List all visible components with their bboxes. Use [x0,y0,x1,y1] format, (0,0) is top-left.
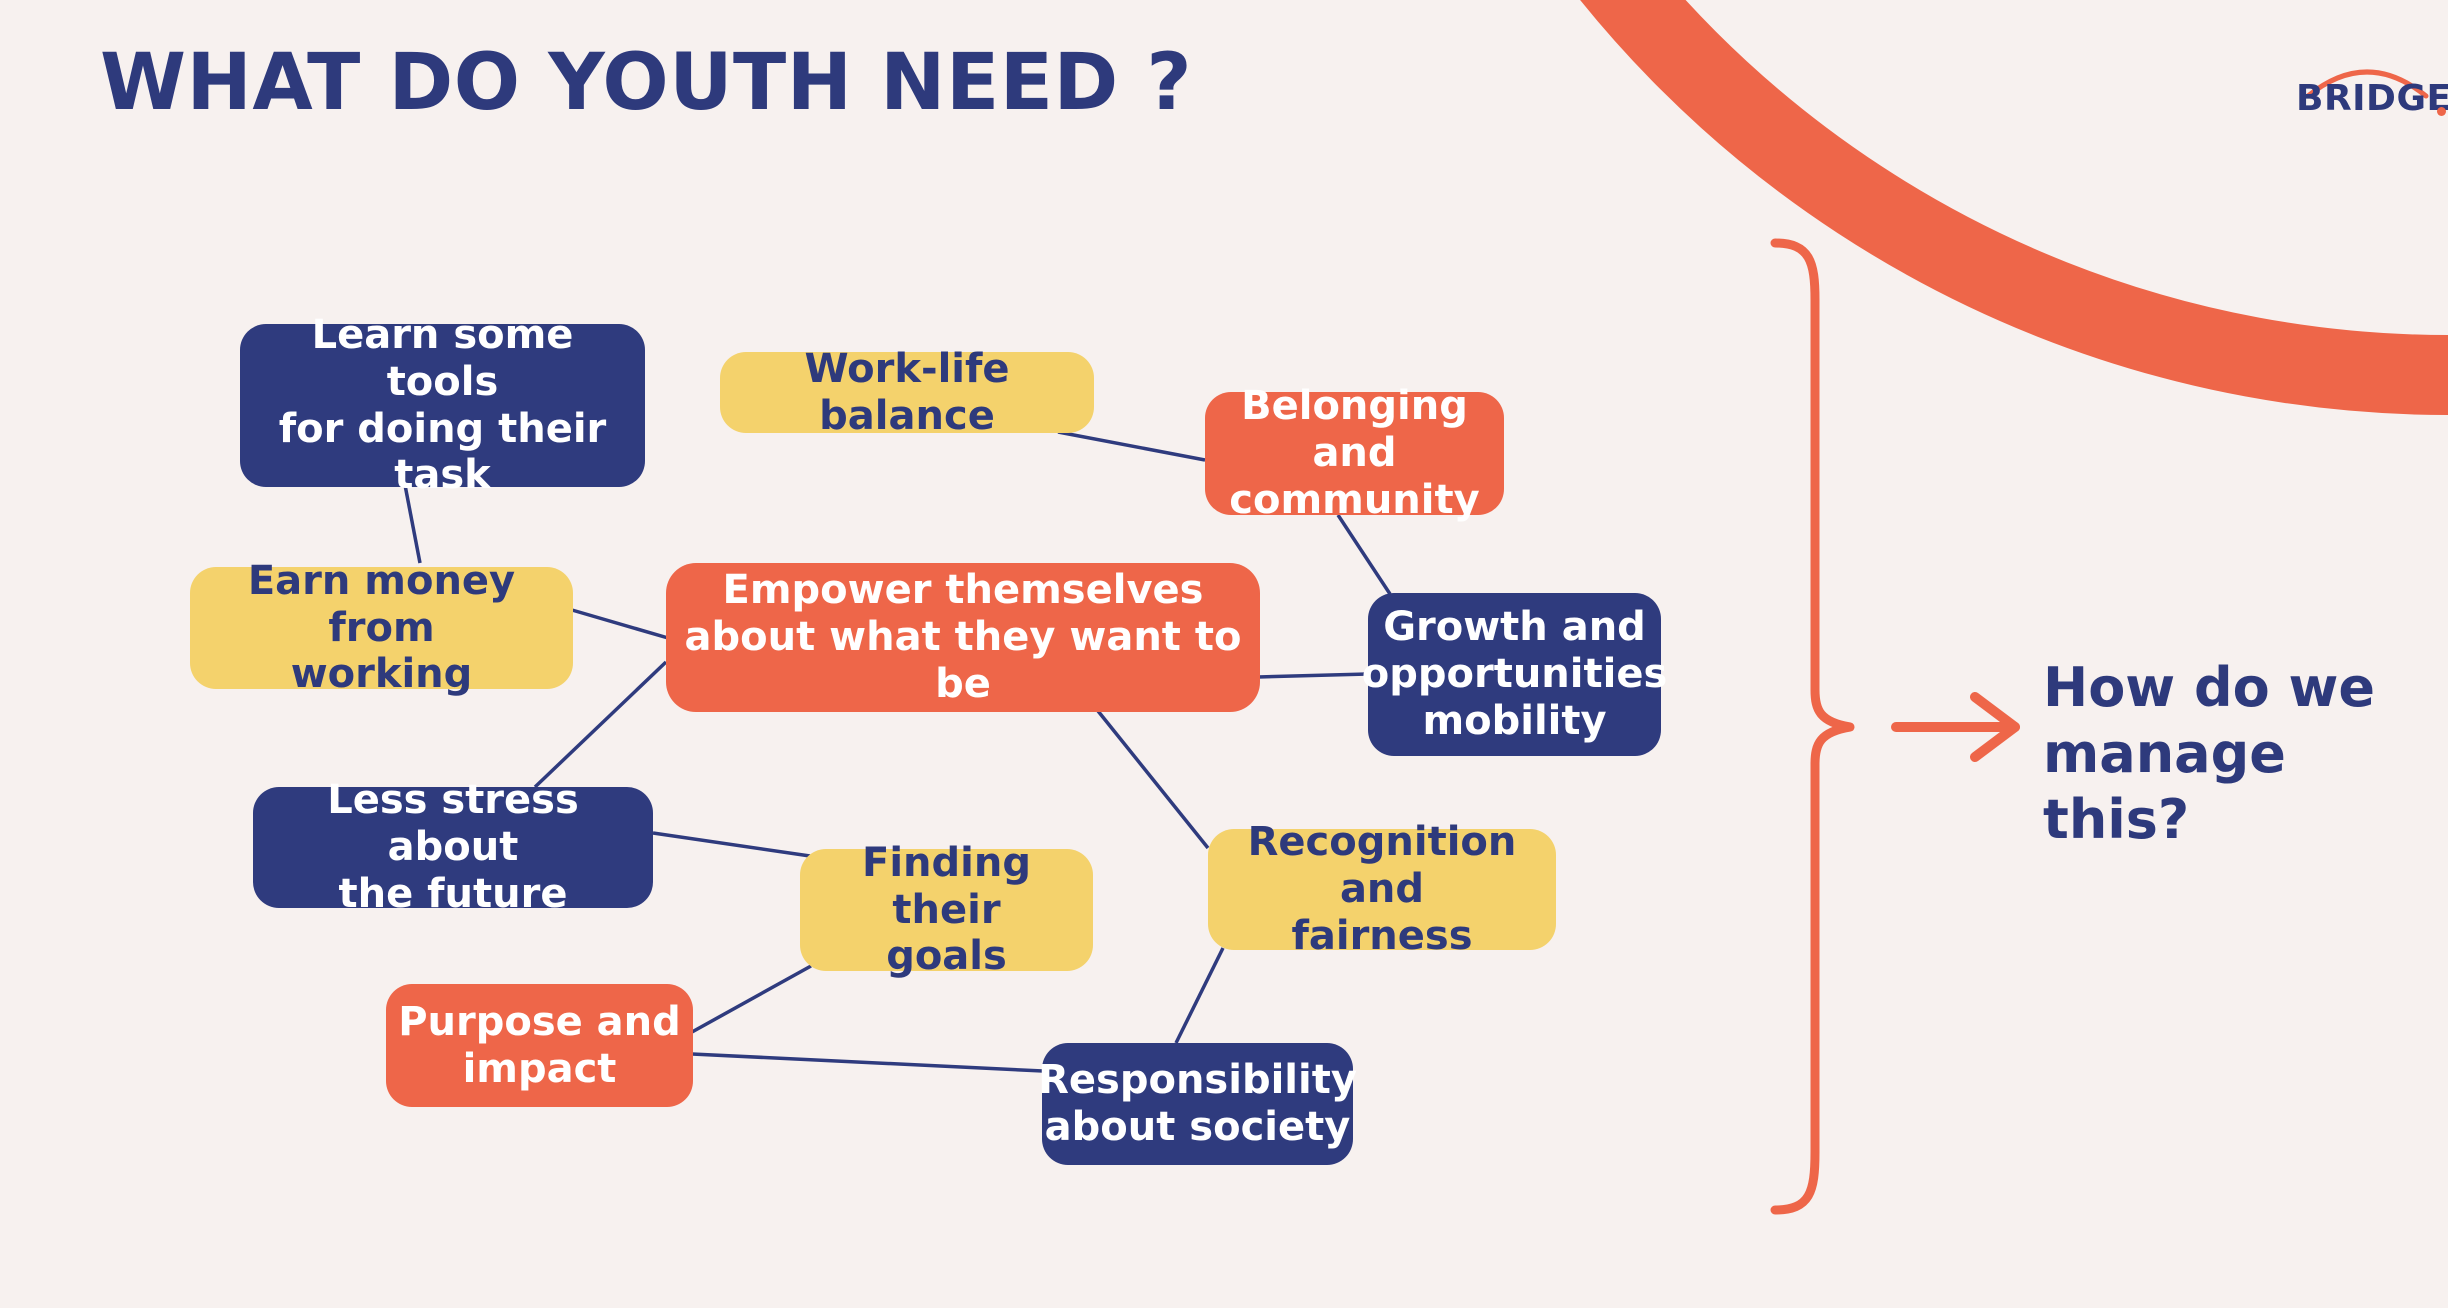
connector-empower-growth [1257,672,1369,679]
connector-earn-empower [571,608,669,640]
page-title: WHAT DO YOUTH NEED ? [100,38,1193,128]
node-finding-goals: Finding their goals [800,840,1093,979]
node-recognition: Recognition and fairness [1208,819,1556,959]
node-growth: Growth and opportunities mobility [1362,593,1667,756]
node-learn-tools: Learn some tools for doing their task [240,312,645,498]
question-text: How do we manage this? [2043,656,2376,851]
bridge-logo: BRIDGE [2296,60,2448,120]
connector-empower-stress [533,660,668,789]
connector-belonging-growth [1336,514,1392,595]
node-work-life-balance: Work-life balance [720,346,1094,439]
connector-stress-goals [652,831,811,858]
node-empower: Empower themselves about what they want … [666,563,1260,712]
node-belonging: Belonging and community [1205,383,1504,523]
node-less-stress: Less stress about the future [253,777,653,917]
node-purpose: Purpose and impact [386,984,693,1107]
connector-learn-earn [403,484,422,564]
logo-text: BRIDGE [2296,78,2448,119]
connector-purpose-responsibility [691,1052,1044,1073]
logo-dot [2437,107,2446,116]
connector-recognition-responsibility [1174,947,1225,1044]
connector-worklife-belonging [1057,430,1206,462]
right-arrow-icon [1891,692,2020,762]
node-responsibility: Responsibility about society [1038,1043,1357,1165]
connector-empower-recognition [1096,709,1210,850]
connector-goals-purpose [691,964,812,1034]
node-earn-money: Earn money from working [190,558,573,697]
logo-arc-icon [2305,69,2429,99]
curly-brace [1770,238,1855,1215]
